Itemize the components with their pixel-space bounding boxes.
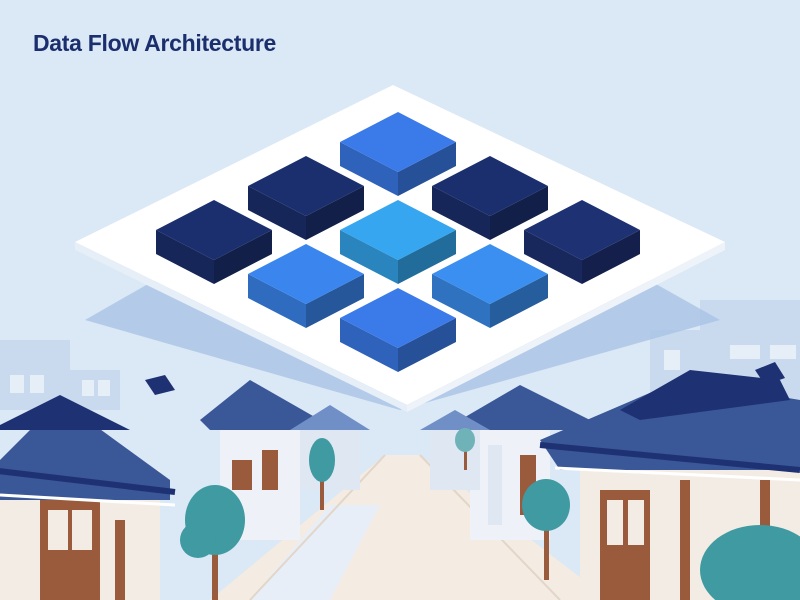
data-block-left-face — [432, 186, 490, 240]
data-block-left-face — [340, 230, 398, 284]
distant-windows — [10, 345, 796, 396]
data-block — [432, 244, 548, 328]
data-block-left-face — [248, 274, 306, 328]
data-block-top-face — [340, 288, 456, 348]
data-block-right-face — [582, 230, 640, 284]
traditional-house-left — [0, 375, 176, 600]
platform-edge — [75, 242, 407, 412]
data-block-right-face — [398, 318, 456, 372]
data-block — [432, 156, 548, 240]
data-block-top-face — [432, 244, 548, 304]
data-block — [248, 244, 364, 328]
data-block — [248, 156, 364, 240]
data-block-right-face — [490, 274, 548, 328]
data-block-grid — [156, 112, 640, 372]
tree-small-center-left — [309, 438, 335, 510]
data-block-top-face — [340, 200, 456, 260]
bush-bottom-right — [700, 525, 800, 600]
data-block — [340, 112, 456, 196]
data-block-left-face — [248, 186, 306, 240]
data-block-top-face — [432, 156, 548, 216]
road-curb-left — [249, 454, 386, 600]
data-block-right-face — [398, 142, 456, 196]
data-block — [156, 200, 272, 284]
data-block-top-face — [340, 112, 456, 172]
road-shadow — [250, 505, 380, 600]
house-mid-left — [200, 380, 320, 540]
data-block-left-face — [340, 318, 398, 372]
tree-small-center-right — [455, 428, 475, 470]
data-block-left-face — [432, 274, 490, 328]
data-block-left-face — [156, 230, 214, 284]
data-block-left-face — [524, 230, 582, 284]
data-block-top-face — [248, 244, 364, 304]
data-block-top-face — [524, 200, 640, 260]
data-block-left-face — [340, 142, 398, 196]
data-block — [524, 200, 640, 284]
data-block-top-face — [156, 200, 272, 260]
tree-large-left — [180, 485, 245, 600]
data-block-right-face — [398, 230, 456, 284]
page-title: Data Flow Architecture — [33, 30, 277, 56]
data-block-right-face — [306, 274, 364, 328]
data-block-right-face — [214, 230, 272, 284]
data-block-top-face — [248, 156, 364, 216]
tree-large-right — [522, 479, 570, 580]
data-block — [340, 200, 456, 284]
platform-edge-right — [407, 242, 725, 412]
data-block-right-face — [306, 186, 364, 240]
data-block-right-face — [490, 186, 548, 240]
data-block — [340, 288, 456, 372]
